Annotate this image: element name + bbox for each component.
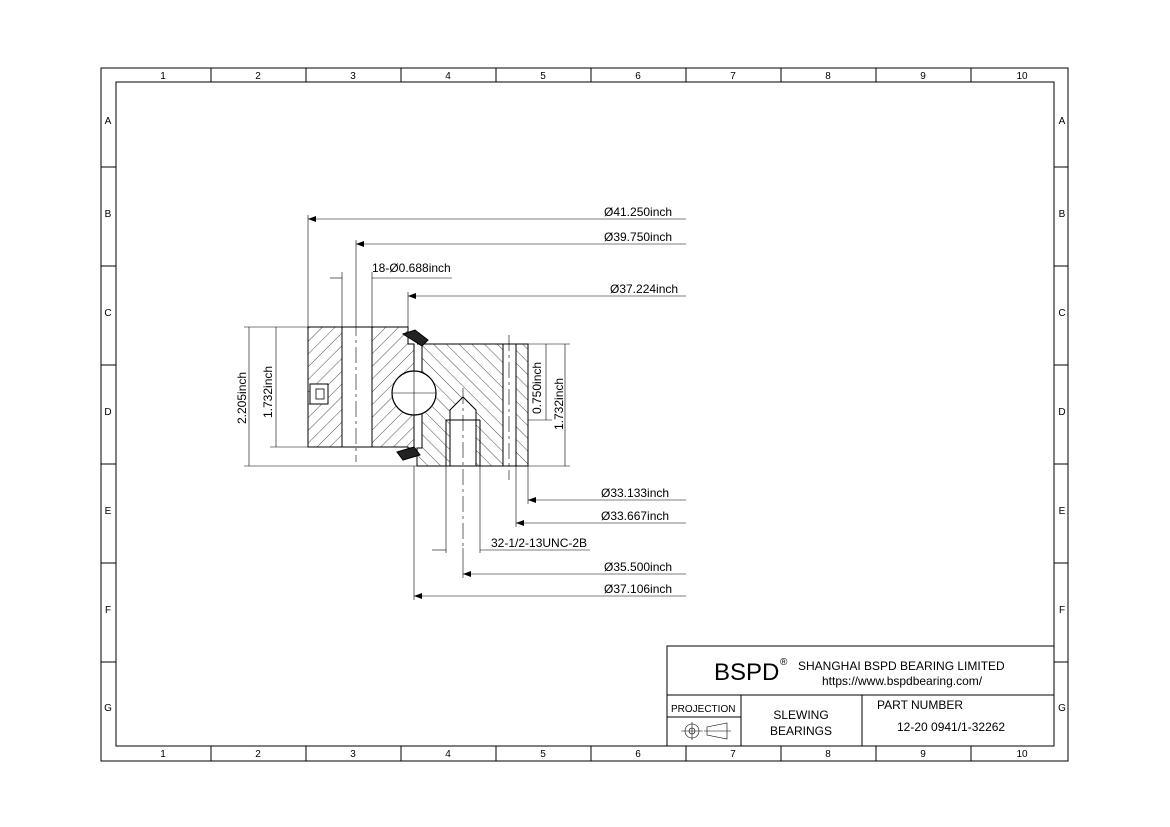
- svg-text:A: A: [105, 116, 112, 127]
- row-labels-right: A B C D E F G: [1058, 116, 1066, 714]
- sheet-border: [100, 67, 1069, 762]
- dimension-lines: [244, 215, 686, 600]
- row-ticks: [101, 166, 1068, 663]
- dim-bolt-outer: Ø39.750inch: [604, 230, 672, 244]
- column-labels-top: 1 2 3 4 5 6 7 8 9 10: [160, 71, 1028, 82]
- column-labels-bottom: 1 2 3 4 5 6 7 8 9 10: [160, 749, 1028, 760]
- company-url: https://www.bspdbearing.com/: [822, 674, 983, 688]
- svg-text:3: 3: [350, 749, 356, 760]
- svg-text:4: 4: [445, 71, 451, 82]
- column-ticks: [210, 68, 972, 761]
- svg-text:1: 1: [160, 749, 166, 760]
- registered-mark: ®: [780, 657, 788, 668]
- dim-height-outer: 1.732inch: [261, 366, 275, 418]
- dim-id-33133: Ø33.133inch: [601, 486, 669, 500]
- inner-ring: [416, 343, 529, 467]
- svg-text:F: F: [105, 605, 111, 616]
- svg-text:C: C: [1058, 308, 1065, 319]
- svg-text:B: B: [1059, 209, 1066, 220]
- seal-bottom: [396, 446, 421, 461]
- svg-text:G: G: [104, 703, 112, 714]
- product-line1: SLEWING: [773, 708, 828, 722]
- svg-text:E: E: [105, 506, 112, 517]
- svg-text:9: 9: [920, 71, 926, 82]
- title-block: BSPD ® SHANGHAI BSPD BEARING LIMITED htt…: [666, 645, 1055, 747]
- dim-od-outer: Ø41.250inch: [604, 205, 672, 219]
- svg-text:1: 1: [160, 71, 166, 82]
- svg-text:G: G: [1058, 703, 1066, 714]
- svg-text:9: 9: [920, 749, 926, 760]
- row-labels-left: A B C D E F G: [104, 116, 112, 714]
- dim-id-37106: Ø37.106inch: [604, 582, 672, 596]
- svg-text:D: D: [1058, 407, 1065, 418]
- dim-holes: 18-Ø0.688inch: [372, 261, 451, 275]
- svg-text:2: 2: [255, 749, 261, 760]
- dim-height-inner: 1.732inch: [552, 378, 566, 430]
- threaded-hole: [449, 396, 477, 467]
- company-logo: BSPD: [714, 659, 779, 686]
- svg-text:8: 8: [825, 749, 831, 760]
- seal-top: [401, 329, 429, 347]
- part-number: 12-20 0941/1-32262: [897, 720, 1005, 734]
- svg-text:D: D: [104, 407, 111, 418]
- projection-icon: [681, 722, 731, 740]
- svg-text:A: A: [1059, 116, 1066, 127]
- projection-label: PROJECTION: [671, 704, 735, 715]
- product-line2: BEARINGS: [770, 724, 832, 738]
- dim-gap: 0.750inch: [530, 362, 544, 414]
- svg-text:E: E: [1059, 506, 1066, 517]
- svg-text:C: C: [104, 308, 111, 319]
- dim-bolt-inner: Ø35.500inch: [604, 560, 672, 574]
- part-number-label: PART NUMBER: [877, 698, 963, 712]
- svg-text:F: F: [1059, 605, 1065, 616]
- svg-text:10: 10: [1016, 749, 1028, 760]
- svg-text:7: 7: [730, 71, 736, 82]
- svg-text:2: 2: [255, 71, 261, 82]
- svg-text:3: 3: [350, 71, 356, 82]
- dim-od-37224: Ø37.224inch: [610, 282, 678, 296]
- dim-id-33667: Ø33.667inch: [601, 509, 669, 523]
- dim-thread: 32-1/2-13UNC-2B: [491, 536, 587, 550]
- svg-text:7: 7: [730, 749, 736, 760]
- bearing-section: [307, 320, 529, 548]
- svg-text:8: 8: [825, 71, 831, 82]
- svg-text:5: 5: [540, 749, 546, 760]
- svg-text:B: B: [105, 209, 112, 220]
- svg-text:5: 5: [540, 71, 546, 82]
- svg-text:6: 6: [635, 71, 641, 82]
- svg-text:10: 10: [1016, 71, 1028, 82]
- dim-height-total: 2.205inch: [235, 372, 249, 424]
- company-name: SHANGHAI BSPD BEARING LIMITED: [798, 659, 1005, 673]
- svg-text:4: 4: [445, 749, 451, 760]
- svg-text:6: 6: [635, 749, 641, 760]
- dimension-labels: Ø41.250inch Ø39.750inch 18-Ø0.688inch Ø3…: [235, 205, 678, 596]
